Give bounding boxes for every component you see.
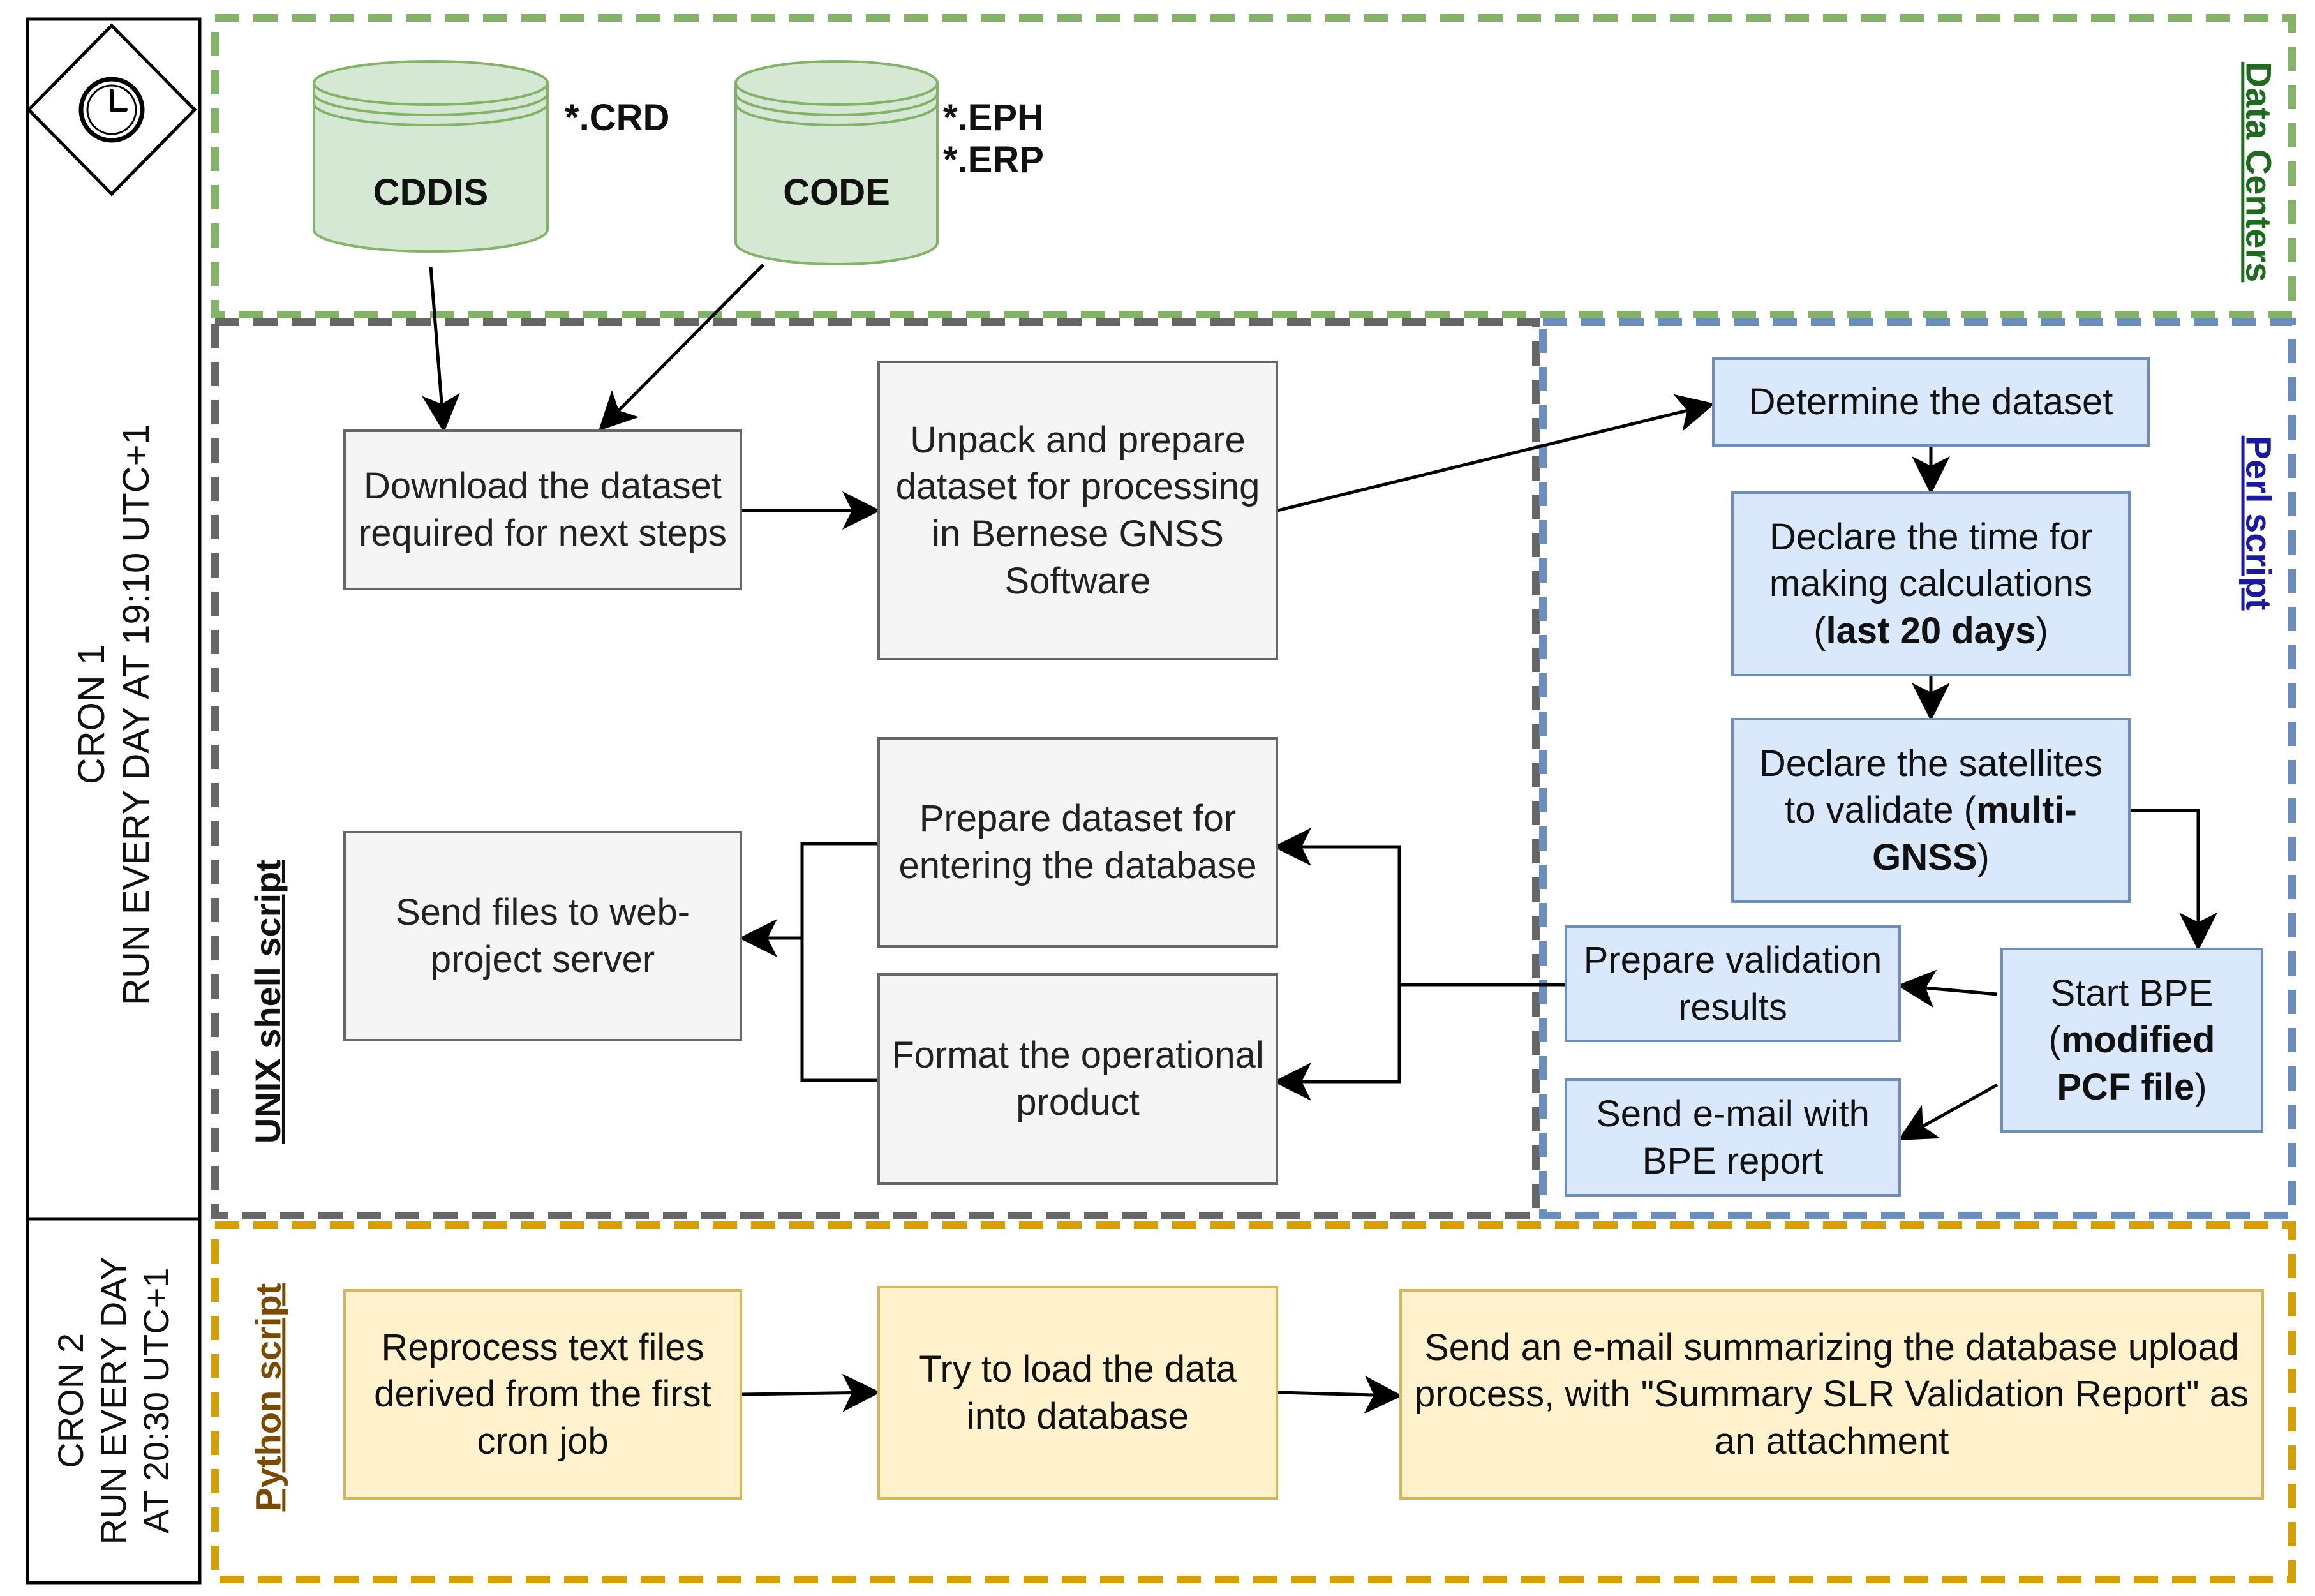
cron1-title: CRON 1 — [70, 645, 112, 785]
python-label: Python script — [248, 1283, 288, 1512]
arrow-junction-format — [1273, 985, 1401, 1101]
data-centers-region — [211, 14, 2296, 318]
arrow-cddis-download — [422, 266, 460, 433]
declare-satellites-box: Declare the satellites to validate (mult… — [1731, 718, 2131, 903]
clock-icon — [26, 23, 197, 197]
cron1-frame — [26, 17, 202, 1221]
prepare-database-box: Prepare dataset for entering the databas… — [877, 737, 1278, 948]
arrow-junction-preparedb — [1273, 828, 1401, 985]
declare-time-box: Declare the time for making calculations… — [1731, 491, 2131, 676]
perl-label: Perl script — [2238, 436, 2279, 611]
arrow-reprocess-load — [741, 1373, 881, 1412]
code-label: CODE — [783, 172, 890, 213]
arrow-bpe-results — [1897, 969, 1998, 1008]
code-database — [734, 60, 939, 265]
cron2-title: CRON 2 — [50, 1333, 91, 1468]
cron2-line1: RUN EVERY DAY — [93, 1257, 134, 1545]
arrow-bpe-email — [1898, 1083, 1999, 1140]
arrow-unpack-determine — [1277, 394, 1715, 512]
cddis-database — [313, 60, 549, 253]
cddis-label: CDDIS — [373, 172, 489, 213]
arrow-satellites-bpe — [2130, 809, 2217, 951]
data-centers-label: Data Centers — [2238, 62, 2279, 283]
summary-email-box: Send an e-mail summarizing the database … — [1399, 1289, 2264, 1500]
send-email-box: Send e-mail with BPE report — [1565, 1078, 1901, 1197]
cron1-label: CRON 1 RUN EVERY DAY AT 19:10 UTC+1 — [27, 211, 200, 1219]
cron2-line2: AT 20:30 UTC+1 — [136, 1267, 177, 1534]
determine-dataset-box: Determine the dataset — [1712, 357, 2150, 447]
unix-region — [211, 318, 1540, 1219]
load-database-box: Try to load the data into database — [877, 1286, 1278, 1500]
prepare-results-box: Prepare validation results — [1565, 925, 1901, 1042]
code-extension-eph: *.EPH — [943, 97, 1044, 138]
cddis-extension: *.CRD — [565, 97, 670, 138]
start-bpe-box: Start BPE (modified PCF file) — [2000, 948, 2263, 1133]
cron1-schedule: RUN EVERY DAY AT 19:10 UTC+1 — [115, 424, 157, 1006]
arrow-preparedb-sendfiles — [800, 842, 877, 1082]
unix-label: UNIX shell script — [248, 860, 288, 1144]
cron2-frame — [26, 1217, 202, 1585]
send-files-box: Send files to web-project server — [343, 831, 742, 1041]
unpack-dataset-box: Unpack and prepare dataset for processin… — [877, 361, 1278, 660]
perl-region — [1539, 318, 2296, 1219]
reprocess-files-box: Reprocess text files derived from the fi… — [343, 1289, 742, 1500]
code-extension-erp: *.ERP — [943, 139, 1044, 181]
python-region — [211, 1221, 2296, 1583]
cron2-label: CRON 2 RUN EVERY DAY AT 20:30 UTC+1 — [27, 1219, 200, 1583]
arrow-load-summary — [1277, 1375, 1403, 1414]
arrow-code-download — [598, 264, 764, 431]
download-dataset-box: Download the dataset required for next s… — [343, 429, 742, 590]
format-product-box: Format the operational product — [877, 973, 1278, 1185]
